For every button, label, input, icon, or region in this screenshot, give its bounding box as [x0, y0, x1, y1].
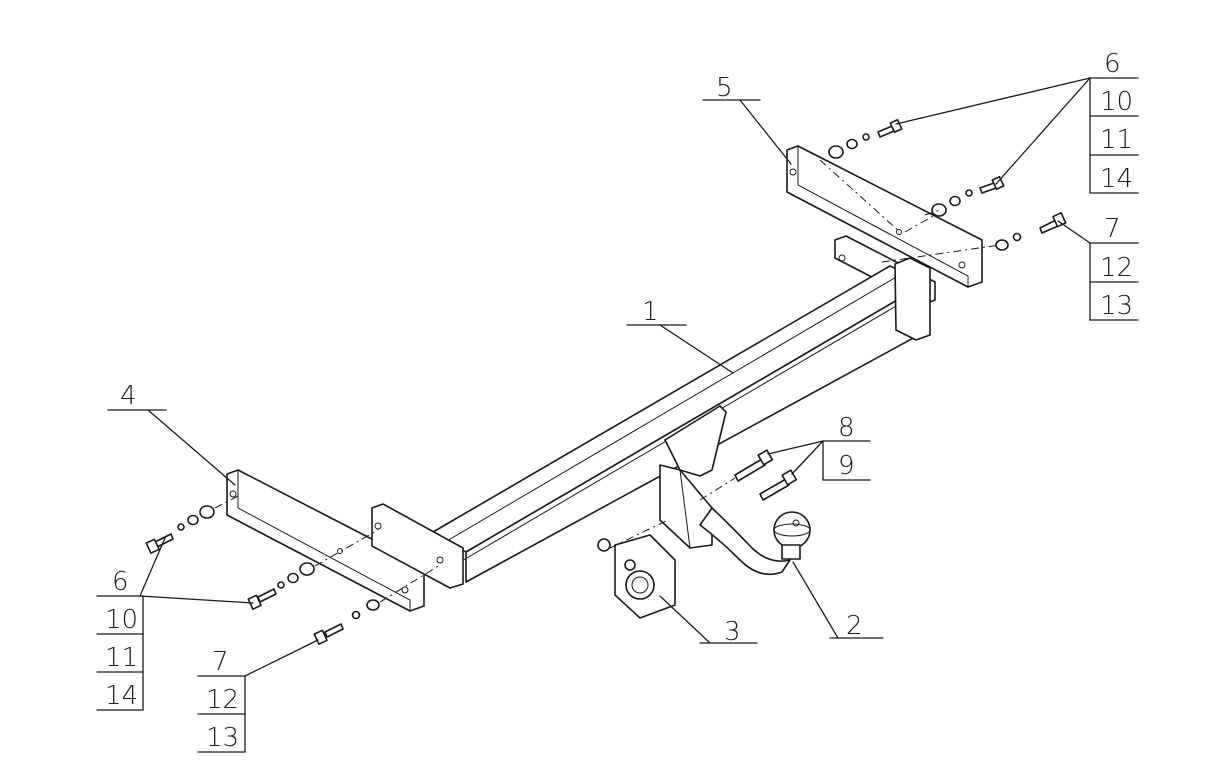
stack-right-top-1: 10	[1100, 87, 1133, 117]
stack-right-top-2: 11	[1100, 125, 1133, 155]
stack-left-top-3: 14	[105, 681, 138, 711]
callout-labels: 5 1 4 8 9 3 2	[120, 73, 871, 647]
callout-stack-left-top: 6 10 11 14	[96, 567, 144, 711]
stack-right-mid-2: 13	[1100, 291, 1133, 321]
right-mounting-bracket	[786, 145, 983, 288]
socket-mounting-plate	[597, 534, 676, 619]
callout-4: 4	[120, 381, 137, 411]
stack-right-mid-0: 7	[1104, 214, 1121, 244]
callout-1: 1	[642, 297, 659, 327]
callout-stack-left-bottom: 7 12 13	[197, 647, 246, 753]
callout-2: 2	[846, 611, 863, 641]
stack-left-top-1: 10	[105, 605, 138, 635]
stack-left-bottom-0: 7	[212, 647, 229, 677]
stack-left-bottom-1: 12	[206, 685, 239, 715]
fasteners	[145, 118, 1067, 645]
stack-right-mid-1: 12	[1100, 253, 1133, 283]
callout-5: 5	[716, 73, 733, 103]
tow-hook-assembly	[659, 405, 811, 576]
stack-right-top-0: 6	[1104, 49, 1121, 79]
assembly-center-lines	[214, 159, 1001, 603]
callout-stack-right-mid: 7 12 13	[1089, 214, 1139, 321]
callout-8: 8	[838, 413, 855, 443]
stack-left-top-2: 11	[105, 643, 138, 673]
left-inner-bracket	[371, 503, 464, 589]
stack-left-bottom-2: 13	[206, 723, 239, 753]
left-mounting-bracket	[226, 469, 425, 612]
stack-left-top-0: 6	[112, 567, 129, 597]
callout-9: 9	[838, 451, 855, 481]
callout-stack-right-top: 6 10 11 14	[1089, 49, 1139, 194]
leader-lines	[107, 77, 1091, 677]
callout-3: 3	[724, 617, 741, 647]
stack-right-top-3: 14	[1100, 164, 1133, 194]
